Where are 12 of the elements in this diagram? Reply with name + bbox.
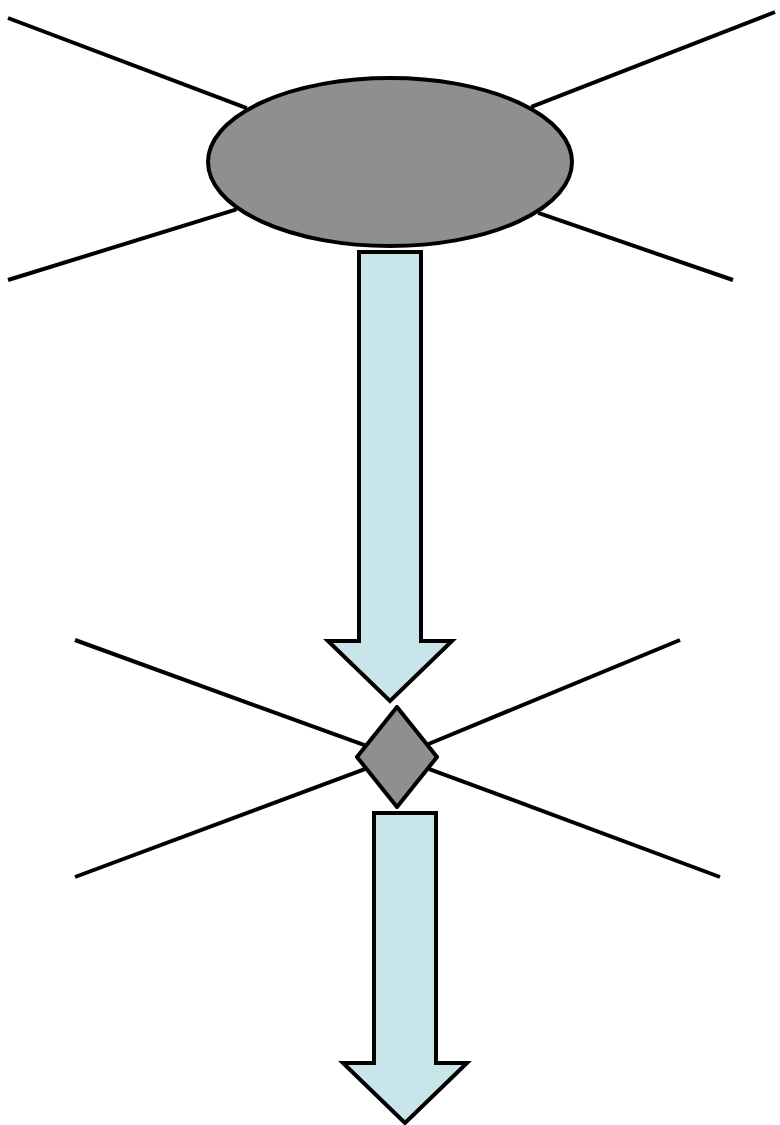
line [537,211,734,282]
line [530,10,776,109]
block-arrow [338,811,472,1125]
block-arrow [323,250,457,704]
line [427,638,681,746]
ellipse-shape [206,76,574,248]
line [428,767,721,879]
line [7,16,248,110]
line [7,207,238,282]
diamond-shape [355,705,439,809]
line [74,638,366,748]
line [74,767,366,879]
